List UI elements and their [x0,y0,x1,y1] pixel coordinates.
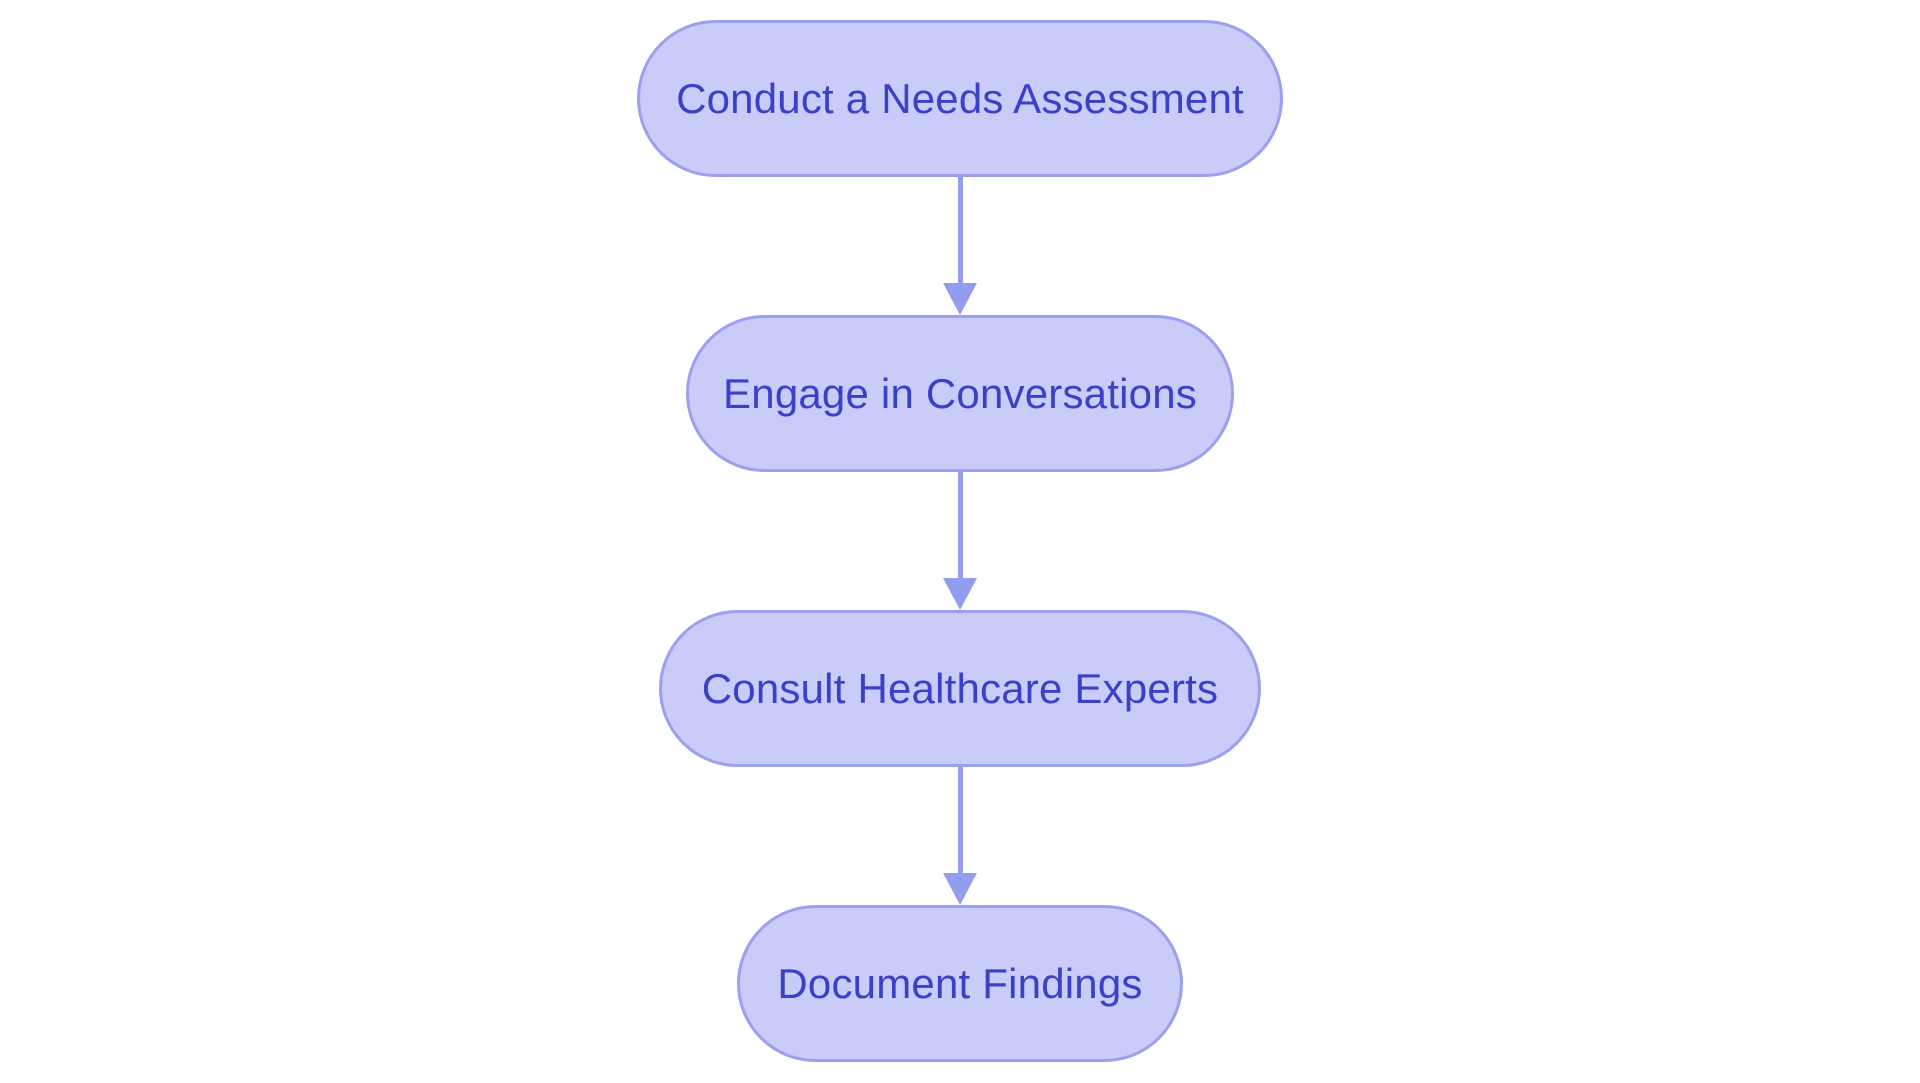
arrow-down-icon [943,283,977,315]
flow-node-engage-in-conversations: Engage in Conversations [686,315,1234,472]
flow-node-document-findings: Document Findings [737,905,1183,1062]
arrow-down-icon [943,578,977,610]
arrow-down-icon [943,873,977,905]
arrow-line [957,472,963,578]
node-label: Conduct a Needs Assessment [676,74,1244,122]
node-label: Consult Healthcare Experts [701,664,1219,712]
flow-edge-1 [943,177,977,315]
node-label: Document Findings [777,959,1143,1007]
flow-node-conduct-needs-assessment: Conduct a Needs Assessment [637,20,1283,177]
arrow-line [957,177,963,283]
flow-edge-3 [943,767,977,905]
node-label: Engage in Conversations [723,369,1197,417]
flow-node-consult-healthcare-experts: Consult Healthcare Experts [659,610,1261,767]
flow-edge-2 [943,472,977,610]
arrow-line [957,767,963,873]
flowchart-column: Conduct a Needs Assessment Engage in Con… [637,20,1283,1062]
